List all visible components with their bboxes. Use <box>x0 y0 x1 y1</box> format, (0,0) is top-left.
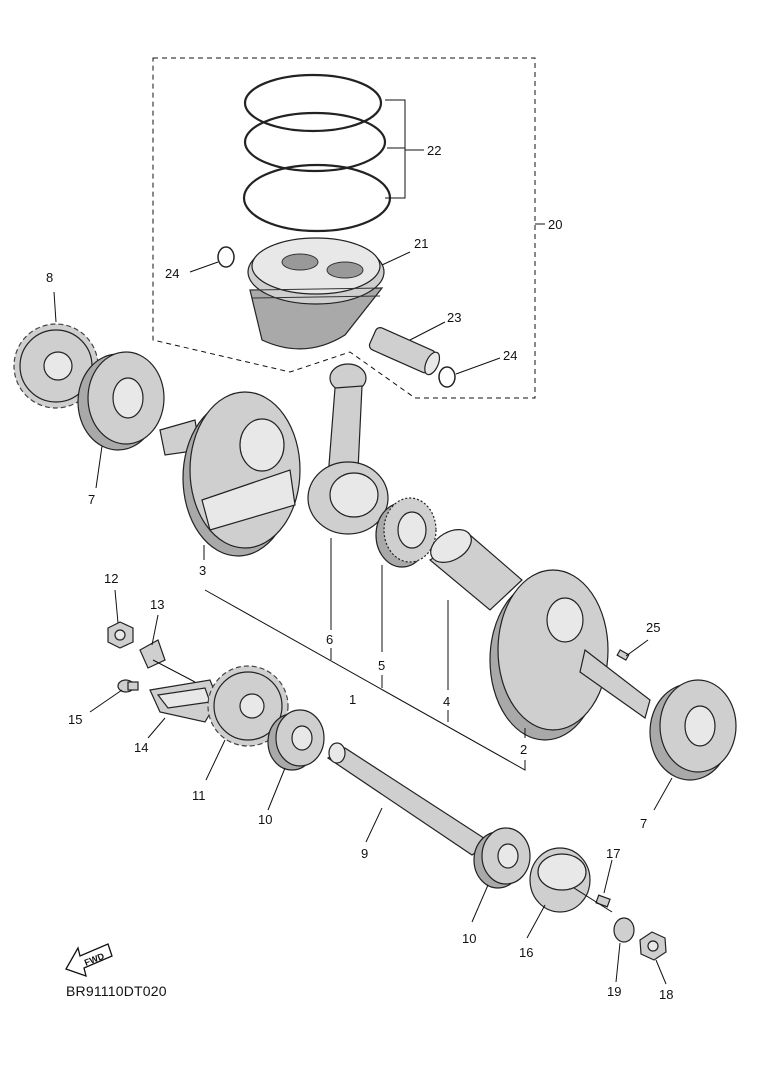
circlip-left <box>217 246 235 268</box>
callout-16: 16 <box>519 945 533 960</box>
callout-25: 25 <box>646 620 660 635</box>
nut-18 <box>639 931 667 961</box>
callout-17: 17 <box>606 846 620 861</box>
balancer-shaft-9 <box>326 742 492 856</box>
callout-14: 14 <box>134 740 148 755</box>
callout-22: 22 <box>427 143 441 158</box>
callout-6: 6 <box>326 632 333 647</box>
piston <box>247 237 385 350</box>
bearing-left-7 <box>77 351 165 451</box>
balancer-weight-16 <box>529 847 591 913</box>
callout-23: 23 <box>447 310 461 325</box>
callout-24-left: 24 <box>165 266 179 281</box>
circlip-right <box>438 366 456 388</box>
crank-web-right-2 <box>489 569 651 741</box>
callout-18: 18 <box>659 987 673 1002</box>
callout-3: 3 <box>199 563 206 578</box>
callout-12: 12 <box>104 571 118 586</box>
bearing-right-7 <box>649 679 737 781</box>
callout-8: 8 <box>46 270 53 285</box>
bearing-upper-10 <box>267 709 325 771</box>
callout-13: 13 <box>150 597 164 612</box>
callout-20: 20 <box>548 217 562 232</box>
needle-bearing-5 <box>375 497 437 568</box>
callout-21: 21 <box>414 236 428 251</box>
callout-19: 19 <box>607 984 621 999</box>
callout-4: 4 <box>443 694 450 709</box>
callout-11: 11 <box>192 788 206 803</box>
woodruff-key-25 <box>616 649 630 661</box>
callout-24-right: 24 <box>503 348 517 363</box>
balancer-gear-11 <box>207 665 289 747</box>
callout-7-right: 7 <box>640 816 647 831</box>
bearing-lower-10 <box>473 827 531 889</box>
callout-9: 9 <box>361 846 368 861</box>
piston-kit-boundary <box>152 57 536 399</box>
diagram-reference-code: BR91110DT020 <box>66 983 167 999</box>
crank-pin-4 <box>428 529 523 611</box>
piston-pin <box>368 327 441 376</box>
key-17 <box>595 894 611 908</box>
callout-1: 1 <box>349 692 356 707</box>
leader-lines <box>53 99 673 985</box>
callout-15: 15 <box>68 712 82 727</box>
callout-10-upper: 10 <box>258 812 272 827</box>
connecting-rod-6 <box>307 363 389 535</box>
callout-10-lower: 10 <box>462 931 476 946</box>
callout-2: 2 <box>520 742 527 757</box>
crank-gear-8 <box>13 323 99 409</box>
callout-7-left: 7 <box>88 492 95 507</box>
fwd-arrow-icon: FWD <box>65 943 113 978</box>
callout-5: 5 <box>378 658 385 673</box>
crank-web-left-3 <box>159 391 301 557</box>
piston-rings <box>242 73 392 233</box>
bolt-15 <box>117 679 139 693</box>
nut-12 <box>107 621 134 649</box>
lock-washer-19 <box>613 917 635 943</box>
